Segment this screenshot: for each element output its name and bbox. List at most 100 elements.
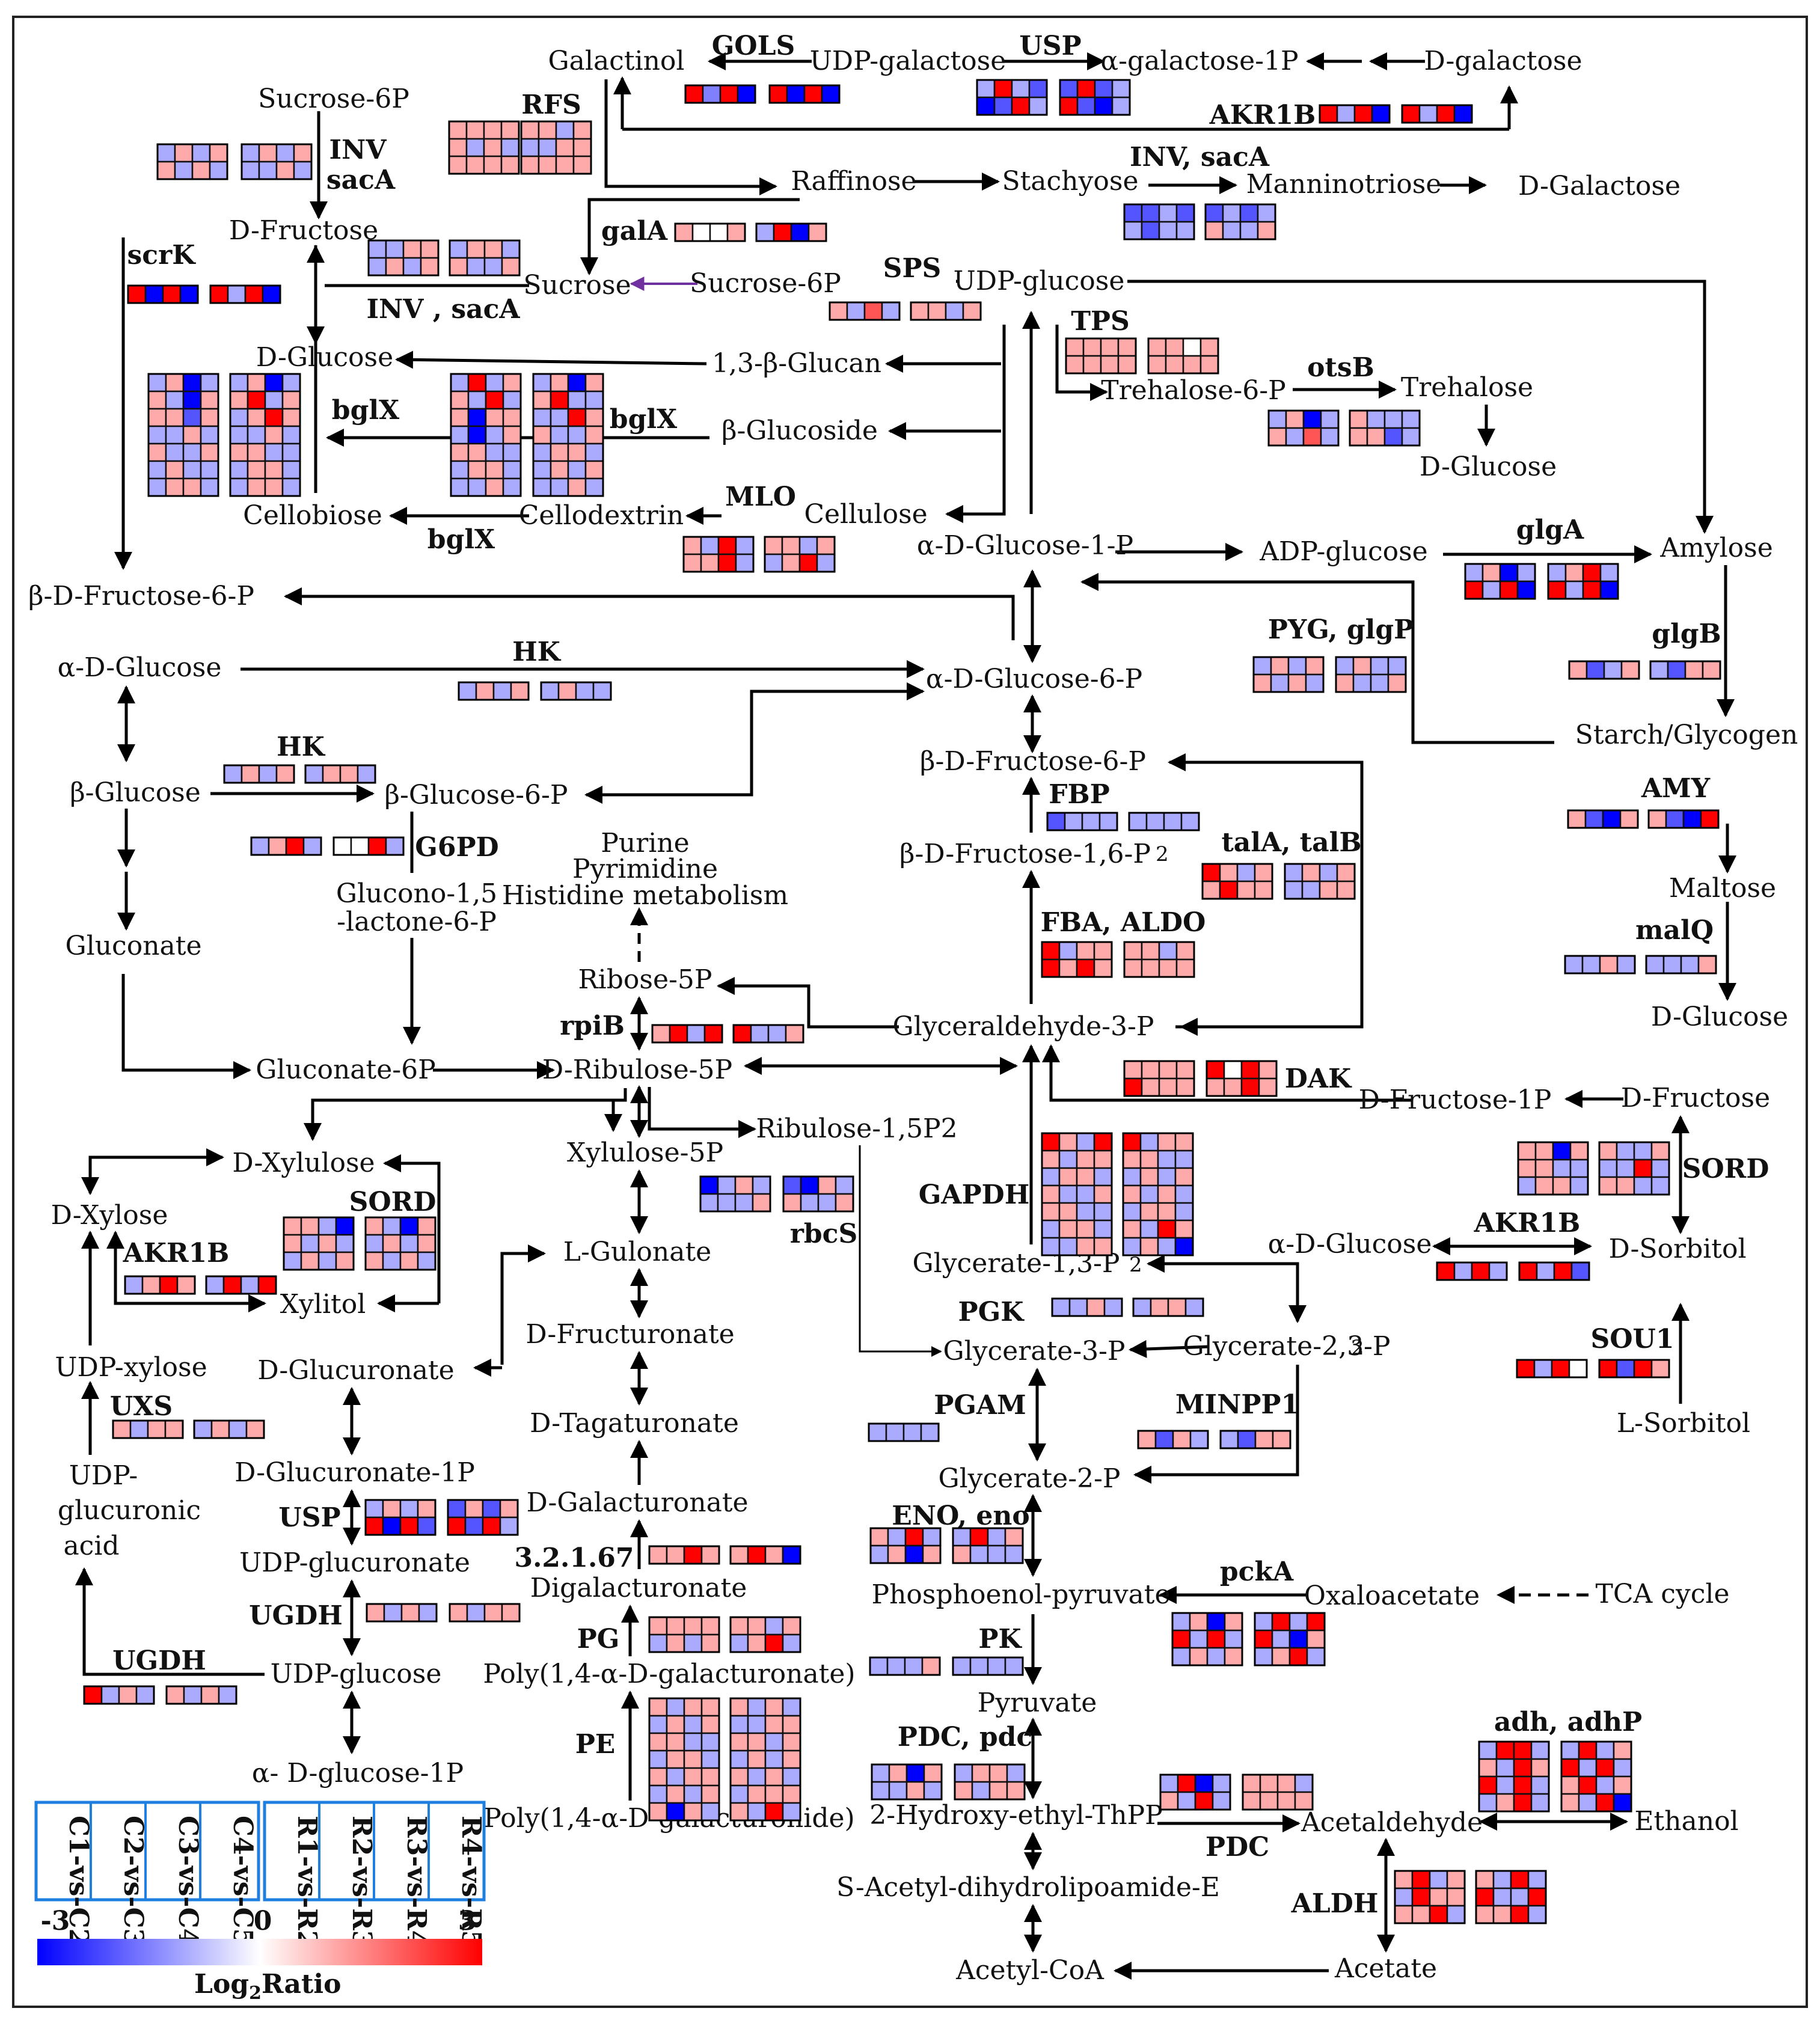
enzyme-label: UXS — [110, 1391, 173, 1422]
heatmap-cell — [244, 284, 264, 304]
metabolite-oxaloacetate: Oxaloacetate — [1304, 1581, 1480, 1611]
heatmap-cell — [1159, 1774, 1179, 1793]
heatmap-cell — [648, 1633, 668, 1653]
heatmap-cell — [532, 373, 552, 393]
heatmap-cell — [869, 1527, 889, 1547]
heatmap-cell — [648, 1802, 668, 1822]
heatmap-border — [869, 1527, 942, 1564]
heatmap-cell — [1122, 1167, 1142, 1187]
heatmap-cell — [732, 1024, 752, 1044]
heatmap-border — [1478, 1740, 1550, 1813]
heatmap-border — [732, 1024, 804, 1044]
heatmap-cell — [1206, 1629, 1226, 1649]
heatmap-border — [364, 1499, 437, 1536]
enzyme-label: AKR1B — [1209, 100, 1316, 130]
metabolite-d-glucuronate: D-Glucuronate — [257, 1355, 454, 1386]
heatmap-cell — [868, 1422, 887, 1442]
heatmap-cell — [709, 222, 729, 242]
heatmap-cell — [764, 1802, 784, 1822]
heatmap-cell — [567, 390, 587, 410]
enzyme-label: INV, sacA — [1130, 142, 1270, 173]
heatmap-cell — [492, 681, 512, 701]
heatmap-cell — [764, 1784, 784, 1804]
heatmap-border — [1204, 203, 1276, 240]
heatmap-cell — [209, 161, 228, 180]
enzyme-label: ENO, eno — [892, 1501, 1029, 1531]
heatmap-cell — [648, 1732, 668, 1752]
heatmap-cell — [210, 1419, 230, 1439]
heatmap-cell — [869, 1544, 889, 1564]
heatmap-cell — [550, 408, 569, 427]
heatmap-cell — [245, 1419, 265, 1439]
heatmap-border — [729, 1545, 801, 1565]
heatmap-border — [367, 239, 440, 277]
heatmap-cell — [785, 1024, 804, 1044]
heatmap-cell — [648, 1697, 668, 1717]
heatmap-cell — [988, 1781, 1008, 1801]
heatmap-cell — [222, 1275, 242, 1295]
heatmap-block — [156, 143, 228, 180]
heatmap-cell — [264, 408, 284, 427]
metabolite-pep: Phosphoenol-pyruvate — [871, 1579, 1170, 1610]
heatmap-cell — [1564, 580, 1584, 600]
heatmap-cell — [1284, 880, 1304, 900]
heatmap-cell — [1584, 809, 1604, 829]
metabolite-udp-glucuronic-a: UDP- — [69, 1460, 138, 1491]
enzyme-label: SOU1 — [1590, 1324, 1674, 1354]
heatmap-cell — [1041, 1167, 1061, 1187]
heatmap-cell — [218, 1685, 237, 1705]
heatmap-cell — [737, 84, 756, 104]
heatmap-cell — [1041, 1219, 1061, 1239]
heatmap-cell — [262, 284, 281, 304]
heatmap-cell — [1175, 221, 1195, 240]
heatmap-cell — [532, 408, 552, 427]
heatmap-cell — [1306, 1612, 1326, 1632]
heatmap-cell — [540, 681, 560, 701]
heatmap-cell — [1141, 941, 1160, 961]
heatmap-cell — [1189, 1629, 1209, 1649]
heatmap-cell — [1141, 1077, 1160, 1097]
metabolite-d-sorbitol: D-Sorbitol — [1608, 1234, 1746, 1264]
heatmap-cell — [382, 1499, 402, 1519]
heatmap-cell — [1011, 79, 1031, 99]
metabolite-ribose-5p: Ribose-5P — [578, 964, 712, 995]
heatmap-cell — [666, 1715, 685, 1734]
heatmap-cell — [700, 1633, 720, 1653]
heatmap-cell — [798, 536, 818, 555]
heatmap-cell — [1518, 1261, 1538, 1281]
heatmap-cell — [1370, 656, 1390, 676]
heatmap-cell — [910, 301, 930, 321]
heatmap-cell — [485, 477, 504, 497]
heatmap-cell — [1204, 203, 1224, 223]
heatmap-cell — [382, 1251, 402, 1271]
heatmap-block — [229, 373, 301, 497]
heatmap-cell — [223, 764, 243, 784]
enzyme-label: pckA — [1220, 1556, 1294, 1587]
heatmap-cell — [335, 1251, 355, 1271]
heatmap-cell — [1613, 1775, 1632, 1795]
heatmap-block — [1349, 409, 1421, 447]
heatmap-cell — [1252, 656, 1272, 676]
heatmap-border — [648, 1545, 720, 1565]
heatmap-block — [209, 284, 281, 304]
heatmap-cell — [700, 1697, 720, 1717]
heatmap-cell — [1093, 1149, 1113, 1169]
heatmap-cell — [229, 390, 249, 410]
metabolite-glycerate-23p2: Glycerate-2,3-P — [1183, 1331, 1390, 1362]
heatmap-cell — [703, 1024, 723, 1044]
heatmap-cell — [683, 1616, 703, 1636]
heatmap-cell — [700, 1784, 720, 1804]
heatmap-cell — [887, 1544, 907, 1564]
heatmap-block — [1123, 941, 1195, 978]
heatmap-cell — [921, 1656, 941, 1676]
heatmap-cell — [1093, 1237, 1113, 1256]
heatmap-cell — [666, 1545, 685, 1565]
heatmap-block — [1647, 809, 1720, 829]
heatmap-border — [871, 1763, 943, 1801]
heatmap-cell — [1058, 958, 1078, 978]
heatmap-cell — [420, 239, 440, 259]
heatmap-block — [1206, 1060, 1278, 1097]
heatmap-cell — [1650, 1158, 1670, 1178]
heatmap-cell — [1082, 337, 1102, 357]
heatmap-cell — [1616, 955, 1636, 975]
